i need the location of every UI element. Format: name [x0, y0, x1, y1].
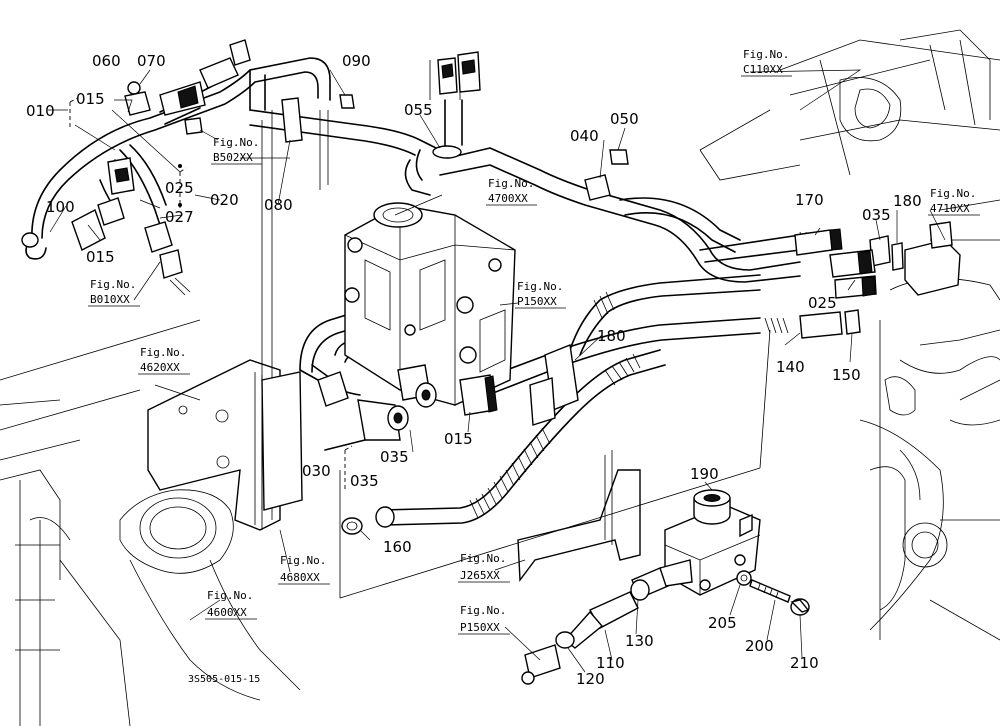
fig-4600-line2: 4600XX	[207, 606, 247, 619]
label-170: 170	[795, 191, 824, 209]
label-040: 040	[570, 127, 599, 145]
leader-lines	[48, 69, 946, 673]
label-025-a: 025	[165, 179, 194, 197]
label-015-b: 015	[86, 248, 115, 266]
label-070: 070	[137, 52, 166, 70]
fig-4700-line1: Fig.No.	[488, 177, 534, 190]
valve-block-4700-icon	[344, 202, 516, 406]
fig-4680-line1: Fig.No.	[280, 554, 326, 567]
label-035-c: 035	[350, 472, 379, 490]
label-015-c: 015	[444, 430, 473, 448]
fig-4710-line2: 4710XX	[930, 202, 970, 215]
label-100: 100	[46, 198, 75, 216]
fig-b502-line2: B502XX	[213, 151, 253, 164]
label-110: 110	[596, 654, 625, 672]
label-160: 160	[383, 538, 412, 556]
label-120: 120	[576, 670, 605, 688]
label-035-a: 035	[862, 206, 891, 224]
label-140: 140	[776, 358, 805, 376]
fig-j265-line1: Fig.No.	[460, 552, 506, 565]
fittings	[21, 39, 961, 685]
fig-p150-b-line2: P150XX	[460, 621, 500, 634]
label-180-b: 180	[597, 327, 626, 345]
fig-4600-line1: Fig.No.	[207, 589, 253, 602]
fig-4710-line1: Fig.No.	[930, 187, 976, 200]
label-200: 200	[745, 637, 774, 655]
fig-c110-line1: Fig.No.	[743, 48, 789, 61]
fig-b010-line1: Fig.No.	[90, 278, 136, 291]
label-035-b: 035	[380, 448, 409, 466]
label-210: 210	[790, 654, 819, 672]
label-027: 027	[165, 208, 194, 226]
fig-p150-b-line1: Fig.No.	[460, 604, 506, 617]
fig-p150-a-line1: Fig.No.	[517, 280, 563, 293]
fig-4620-line1: Fig.No.	[140, 346, 186, 359]
part-labels: 010 015 060 070 090 055 040 050 100 015 …	[26, 52, 922, 688]
label-015-a: 015	[76, 90, 105, 108]
label-205: 205	[708, 614, 737, 632]
components	[21, 39, 961, 685]
label-025-b: 025	[808, 294, 837, 312]
label-080: 080	[264, 196, 293, 214]
label-010: 010	[26, 102, 55, 120]
fig-p150-a-line2: P150XX	[517, 295, 557, 308]
label-030: 030	[302, 462, 331, 480]
label-130: 130	[625, 632, 654, 650]
label-020: 020	[210, 191, 239, 209]
label-150: 150	[832, 366, 861, 384]
label-055: 055	[404, 101, 433, 119]
label-060: 060	[92, 52, 121, 70]
fig-4620-line2: 4620XX	[140, 361, 180, 374]
label-050: 050	[610, 110, 639, 128]
fig-4700-line2: 4700XX	[488, 192, 528, 205]
label-180-a: 180	[893, 192, 922, 210]
drawing-code: 3S505-015-15	[188, 674, 260, 685]
fig-references: Fig.No. C110XX Fig.No. B502XX Fig.No. 47…	[88, 48, 980, 635]
label-190: 190	[690, 465, 719, 483]
background-context	[0, 29, 1000, 726]
label-090: 090	[342, 52, 371, 70]
tubes-and-hoses	[25, 57, 823, 526]
fig-j265-line2: J265XX	[460, 569, 500, 582]
fig-c110-line2: C110XX	[743, 63, 783, 76]
fig-b010-line2: B010XX	[90, 293, 130, 306]
fig-b502-line1: Fig.No.	[213, 136, 259, 149]
fig-4680-line2: 4680XX	[280, 571, 320, 584]
